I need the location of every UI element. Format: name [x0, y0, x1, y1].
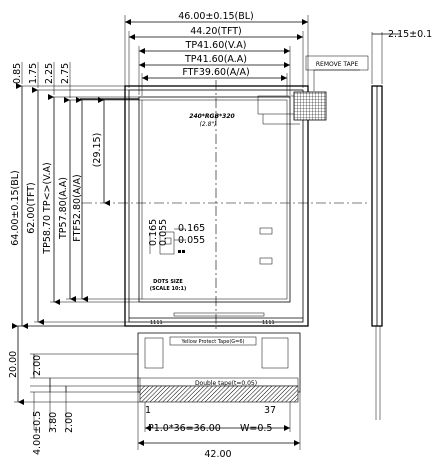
front-view: 240*RGB*320 (2.8") REMOVE TAPE 0.165 0.0… [80, 55, 370, 330]
ftf-aa-height-label: FTF52.80(A/A) [72, 174, 83, 241]
pin-first-label: 1 [145, 405, 151, 416]
dots-size-label: DOTS SIZE [153, 279, 183, 285]
tp-aa-height-label: TP57.80(A.A) [58, 177, 69, 240]
fpc-width-label: 42.00 [204, 449, 231, 460]
offset-dim-label: (29.15) [92, 133, 103, 168]
pad-b-label: 2.00 [64, 412, 75, 433]
ftf-aa-width-label: FTF39.60(A/A) [182, 67, 249, 78]
panel-model-label: 240*RGB*320 [189, 113, 234, 120]
top-small-2: 2.25 [44, 63, 55, 84]
side-thickness-label: 2.15±0.1 [388, 29, 432, 40]
pad-width-label: W=0.5 [240, 423, 272, 434]
top-small-0: 0.85 [12, 63, 23, 84]
tp-aa-width-label: TP41.60(A.A) [184, 54, 247, 65]
fpc: Yellow Protect Tape(G=6) Double tape(t=0… [137, 332, 301, 460]
left-dimensions: 64.00±0.15(BL) 62.00(TFT) TP58.70 TP<>(V… [10, 62, 142, 329]
bottom-tol-label: 4.00±0.5 [32, 411, 43, 455]
remove-tape-label: REMOVE TAPE [316, 61, 358, 68]
fpc-gap-label: 2.00 [32, 355, 43, 376]
top-small-1: 1.75 [28, 63, 39, 84]
side-view: 2.15±0.1 [371, 29, 432, 420]
tft-width-label: 44.20(TFT) [190, 26, 242, 37]
fpc-mark-left: 1111 [150, 320, 163, 326]
detail-dim-b: 0.055 [158, 219, 169, 246]
top-small-3: 2.75 [60, 63, 71, 84]
detail-dim-c: 0.165 [178, 223, 205, 234]
detail-dim-d: 0.055 [178, 235, 205, 246]
pin-last-label: 37 [264, 405, 276, 416]
bottom-left-dimensions: 20.00 2.00 4.00±0.5 3.80 2.00 [8, 323, 140, 455]
outer-width-label: 46.00±0.15(BL) [178, 11, 254, 22]
fpc-length-label: 20.00 [8, 351, 19, 378]
scale-label: (SCALE 10:1) [150, 286, 187, 292]
double-tape-label: Double tape(t=0.05) [195, 380, 257, 387]
outer-height-label: 64.00±0.15(BL) [10, 170, 21, 246]
tft-height-label: 62.00(TFT) [26, 182, 37, 234]
pad-a-label: 3.80 [48, 412, 59, 433]
yellow-tape-label: Yellow Protect Tape(G=6) [181, 339, 245, 345]
dots-detail: 0.165 0.055 0.165 0.055 DOTS SIZE (SCALE… [148, 219, 205, 292]
panel-size-label: (2.8") [200, 121, 217, 128]
pitch-label: P1.0*36=36.00 [148, 423, 221, 434]
top-dimensions: 46.00±0.15(BL) 44.20(TFT) TP41.60(V.A) T… [124, 11, 309, 96]
detail-dim-a: 0.165 [148, 219, 159, 246]
tp-va-width-label: TP41.60(V.A) [185, 40, 247, 51]
fpc-mark-right: 1111 [262, 320, 275, 326]
tp-va-height-label: TP58.70 TP<>(V.A) [42, 162, 53, 254]
